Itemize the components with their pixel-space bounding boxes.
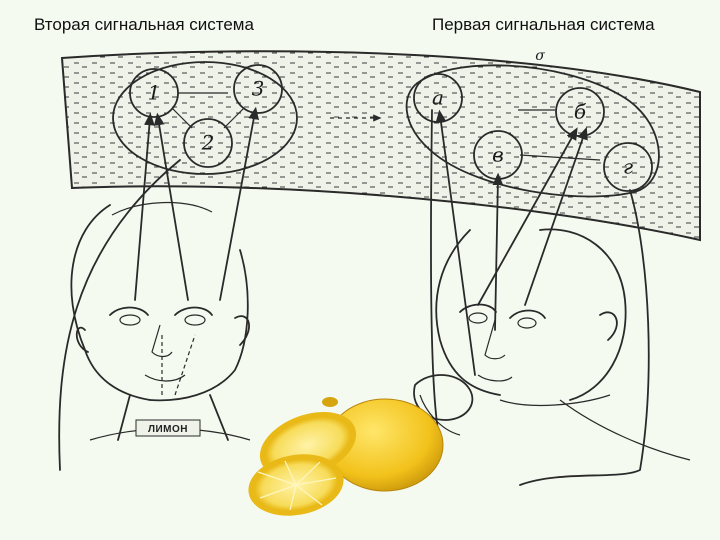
svg-text:б: б (574, 100, 587, 124)
svg-text:в: в (492, 143, 504, 167)
cortex-band: σ (62, 48, 700, 240)
svg-text:2: 2 (201, 131, 215, 155)
cortex-label: σ (535, 48, 545, 64)
svg-text:1: 1 (148, 81, 161, 105)
lemon-image (244, 397, 443, 523)
svg-text:3: 3 (252, 77, 265, 101)
svg-text:a: a (432, 86, 444, 110)
left-child-head-sketch: ЛИМОН (71, 203, 250, 440)
svg-text:г: г (623, 155, 633, 179)
lemon-word-caption: ЛИМОН (148, 424, 188, 435)
